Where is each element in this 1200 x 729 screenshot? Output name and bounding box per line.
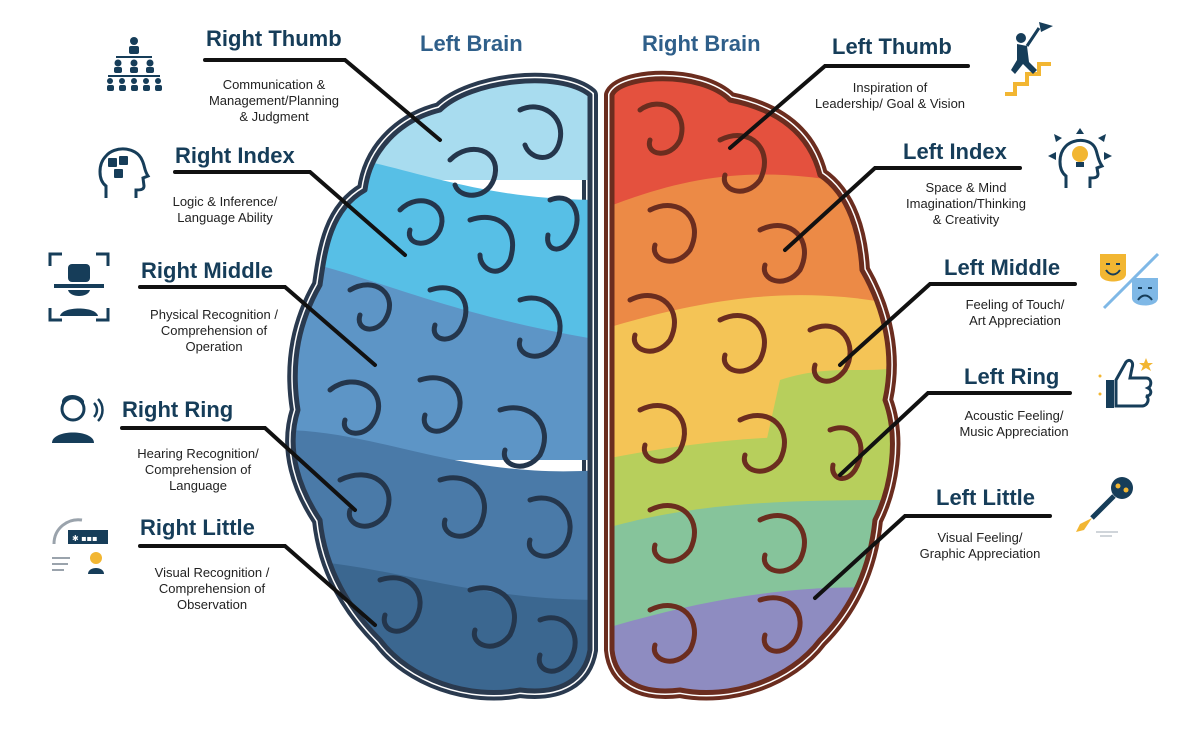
finger-title-left-thumb: Left Thumb [832, 34, 952, 59]
climbing-flag-icon [1005, 22, 1053, 96]
head-bulb-icon [1048, 128, 1112, 188]
finger-title-right-middle: Right Middle [141, 258, 273, 283]
finger-title-right-thumb: Right Thumb [206, 26, 342, 51]
finger-title-left-index: Left Index [903, 139, 1007, 164]
thumbs-up-icon [1098, 358, 1153, 408]
finger-title-left-little: Left Little [936, 485, 1035, 510]
finger-title-right-index: Right Index [175, 143, 295, 168]
finger-title-left-middle: Left Middle [944, 255, 1061, 280]
finger-title-right-little: Right Little [140, 515, 255, 540]
finger-desc-right-thumb: Communication &Management/Planning& Judg… [208, 77, 340, 124]
finger-title-right-ring: Right Ring [122, 397, 234, 422]
org-chart-icon [107, 37, 162, 91]
finger-desc-left-middle: Feeling of Touch/Art Appreciation [965, 297, 1065, 328]
svg-text:✱ ▪▪▪: ✱ ▪▪▪ [72, 534, 98, 543]
eye-test-icon: ✱ ▪▪▪ [52, 518, 108, 574]
finger-desc-right-index: Logic & Inference/Language Ability [172, 194, 278, 225]
face-scan-icon [48, 252, 110, 322]
right-brain-title: Right Brain [642, 31, 761, 56]
person-listening-icon [52, 395, 104, 443]
head-puzzle-icon [98, 147, 151, 198]
finger-desc-left-little: Visual Feeling/Graphic Appreciation [919, 530, 1041, 561]
finger-title-left-ring: Left Ring [964, 364, 1060, 389]
paintbrush-icon [1076, 477, 1133, 537]
left-brain-title: Left Brain [420, 31, 523, 56]
finger-desc-left-ring: Acoustic Feeling/Music Appreciation [959, 408, 1069, 439]
theater-masks-icon [1100, 252, 1160, 310]
